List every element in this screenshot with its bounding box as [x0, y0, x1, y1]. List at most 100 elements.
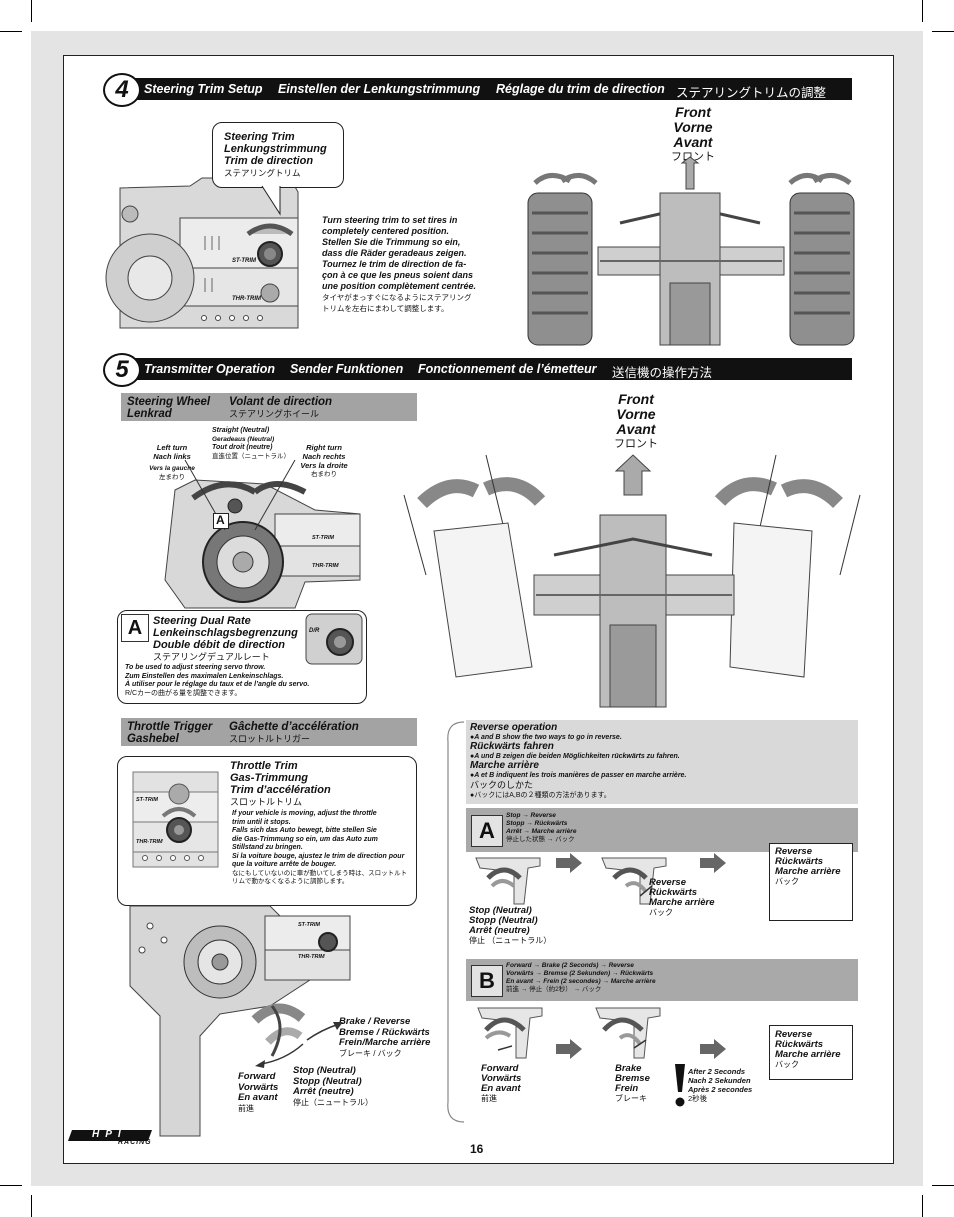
- truck-top-view-centered: [527, 156, 855, 346]
- instruction-line: Tournez le trim de direction de fa-: [322, 259, 467, 269]
- section-title: Réglage du trim de direction: [496, 82, 665, 96]
- result-text: Rückwärts: [775, 856, 824, 867]
- note-line: Stillstand zu bringen.: [232, 844, 303, 851]
- wait-text: 2秒後: [688, 1094, 708, 1103]
- next-arrow: [556, 1039, 582, 1059]
- crop-mark: [932, 31, 954, 32]
- throttle-trim-titles: Throttle Trim Gas-Trimmung Trim d’accélé…: [230, 760, 331, 808]
- next-arrow: [700, 1039, 726, 1059]
- result-text: バック: [775, 1060, 799, 1069]
- crop-mark: [922, 0, 923, 22]
- note-line: R/Cカーの曲がる量を調整できます。: [125, 689, 242, 697]
- bar-text: Gashebel: [127, 733, 179, 745]
- method-b-letter: B: [471, 965, 503, 997]
- dual-rate-notes: To be used to adjust steering servo thro…: [125, 664, 309, 698]
- note-line: リムで動かなくなるように調節します。: [232, 878, 349, 885]
- section-5-header: Transmitter Operation Sender Funktionen …: [120, 358, 852, 380]
- method-b-result-box: [769, 1025, 853, 1080]
- next-arrow: [700, 853, 726, 873]
- title-line: Gas-Trimmung: [230, 772, 309, 784]
- front-text: Front: [618, 391, 654, 407]
- dual-rate-knob-illustration: [305, 613, 363, 665]
- result-text: Reverse: [775, 1029, 812, 1040]
- step-text: Arrêt (neutre): [469, 925, 530, 936]
- rev-line: Reverse operation: [470, 722, 558, 733]
- note-line: なにもしていないのに車が動いてしまう時は、スロットルト: [232, 869, 408, 877]
- section-title: ステアリングトリムの調整: [676, 86, 827, 100]
- label-text: Tout droit (neutre): [212, 444, 273, 451]
- tx-label-thr-trim: THR-TRIM: [312, 563, 339, 569]
- section-title: Steering Trim Setup: [144, 82, 263, 96]
- throttle-trim-notes: If your vehicle is moving, adjust the th…: [232, 810, 407, 887]
- label-text: En avant: [238, 1092, 278, 1103]
- instruction-line: dass die Räder geradeaus zeigen.: [322, 248, 467, 258]
- method-line: Arrêt → Marche arrière: [506, 828, 577, 835]
- method-b-bar: [466, 959, 858, 1001]
- label-text: 停止（ニュートラル）: [293, 1097, 373, 1107]
- marker-a-box: [213, 513, 229, 529]
- label-text: Nach links: [153, 452, 191, 461]
- label-text: 右まわり: [311, 471, 337, 478]
- instruction-line: Turn steering trim to set tires in: [322, 215, 458, 225]
- tx-label-st-trim: ST-TRIM: [136, 797, 158, 803]
- result-text: Marche arrière: [775, 1049, 841, 1060]
- callout-text: Steering Trim: [224, 131, 295, 143]
- bar-text: Gâchette d’accélération: [229, 721, 359, 733]
- straight-label: Straight (Neutral) Geradeaus (Neutral) T…: [212, 427, 290, 461]
- left-turn-label: Left turn Nach links Vers la gauche 左まわり: [140, 443, 204, 482]
- callout-text: Trim de direction: [224, 155, 314, 167]
- callout-text: Lenkungstrimmung: [224, 143, 327, 155]
- bar-text: Volant de direction: [229, 396, 333, 408]
- section-title: Einstellen der Lenkungstrimmung: [278, 82, 481, 96]
- title-line: Lenkeinschlagsbegrenzung: [153, 627, 298, 639]
- label-text: Frein/Marche arrière: [339, 1037, 431, 1048]
- step-text: ブレーキ: [615, 1094, 647, 1103]
- rev-line: ●A et B indiquent les trois manières de …: [470, 771, 687, 779]
- right-turn-label: Right turn Nach rechts Vers la droite 右ま…: [290, 443, 358, 479]
- front-text: Front: [675, 104, 711, 120]
- crop-mark: [0, 1185, 22, 1186]
- section-4-header: Steering Trim Setup Einstellen der Lenku…: [120, 78, 852, 100]
- label-text: 前進: [238, 1103, 254, 1113]
- dual-rate-titles: Steering Dual Rate Lenkeinschlagsbegrenz…: [153, 615, 298, 663]
- title-line: Trim d’accélération: [230, 784, 331, 796]
- tx-label-thr-trim: THR-TRIM: [136, 839, 163, 845]
- rev-line: ●A und B zeigen die beiden Möglichkeiten…: [470, 752, 680, 760]
- method-a-text: Stop → Reverse Stopp → Rückwärts Arrêt →…: [506, 812, 576, 844]
- dual-rate-knob-label: D/R: [309, 628, 320, 634]
- trigger-brake-illustration: [595, 1007, 661, 1059]
- logo-sub: RACING: [118, 1139, 152, 1146]
- wait-text: Nach 2 Sekunden: [688, 1076, 751, 1085]
- truck-top-view-turning: [403, 454, 861, 708]
- section-title: Fonctionnement de l’émetteur: [418, 362, 597, 376]
- title-line: Steering Dual Rate: [153, 615, 251, 627]
- note-line: If your vehicle is moving, adjust the th…: [232, 810, 377, 817]
- marker-a: A: [216, 513, 225, 527]
- trigger-forward-illustration: [477, 1007, 543, 1059]
- bar-text: Throttle Trigger: [127, 721, 213, 733]
- step-text: Forward: [481, 1063, 519, 1074]
- label-text: Vers la gauche: [149, 465, 195, 472]
- instruction-line: タイヤがまっすぐになるようにステアリング: [322, 293, 472, 302]
- throttle-trim-illustration: [132, 771, 219, 868]
- section-title: Sender Funktionen: [290, 362, 404, 376]
- front-text: Vorne: [673, 119, 713, 135]
- logo-word: HPI: [92, 1129, 127, 1140]
- front-label: Front Vorne Avant フロント: [660, 105, 726, 165]
- method-b-wait: After 2 Seconds Nach 2 Sekunden Après 2 …: [688, 1067, 752, 1103]
- method-line: 停止した状態 → バック: [506, 836, 575, 843]
- label-text: Straight (Neutral): [212, 427, 270, 434]
- step-text: Reverse: [649, 877, 686, 888]
- method-b-step2: Brake Bremse Frein ブレーキ: [615, 1064, 650, 1104]
- title-line: Throttle Trim: [230, 760, 298, 772]
- tx-label-st-trim: ST-TRIM: [298, 922, 320, 928]
- forward-label: Forward Vorwärts En avant 前進: [238, 1071, 278, 1114]
- step-text: Bremse: [615, 1073, 650, 1084]
- step-text: 停止 （ニュートラル）: [469, 936, 552, 945]
- section-number-badge: 4: [103, 73, 141, 107]
- wait-text: Après 2 secondes: [688, 1085, 753, 1094]
- rev-line: バックのしかた: [470, 780, 534, 790]
- method-b-step1: Forward Vorwärts En avant 前進: [481, 1064, 521, 1104]
- bar-text: スロットルトリガー: [229, 734, 311, 744]
- method-line: Stop → Reverse: [506, 812, 556, 819]
